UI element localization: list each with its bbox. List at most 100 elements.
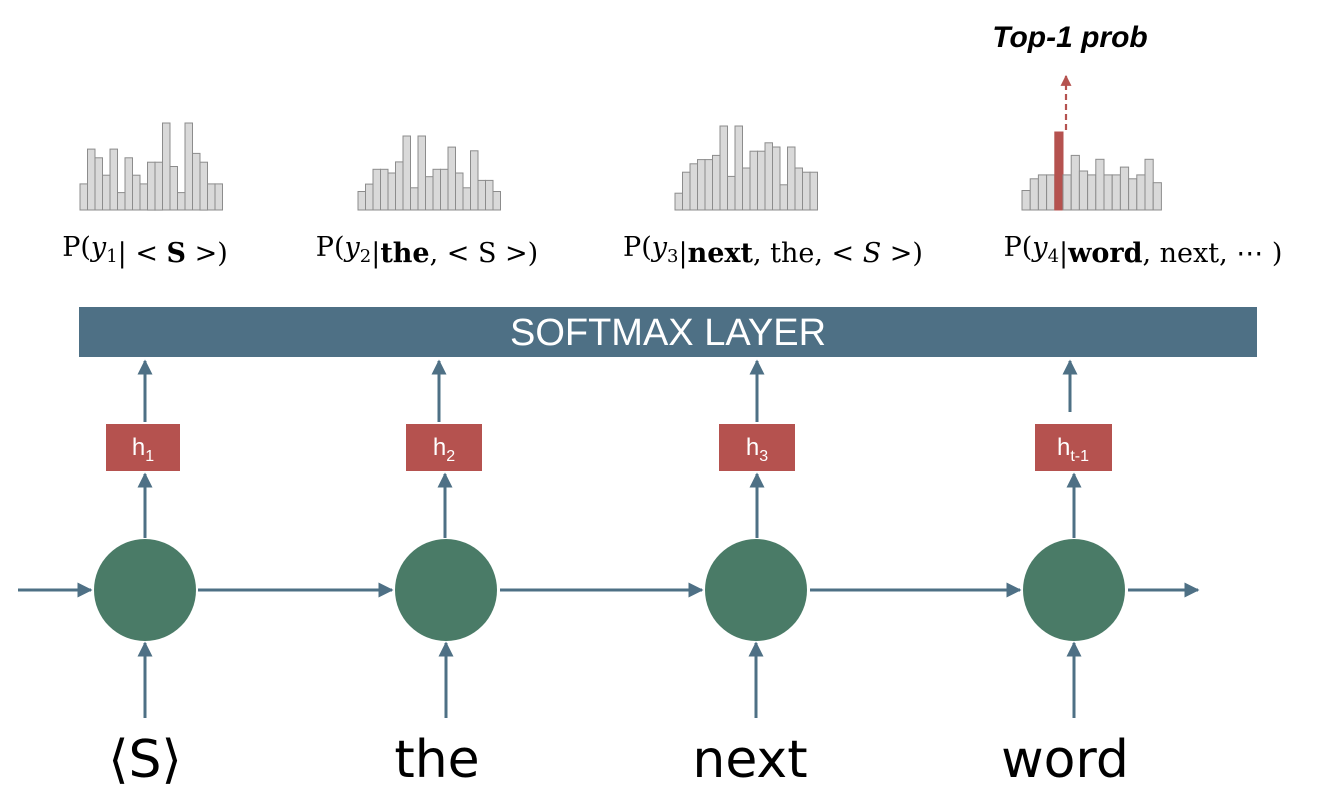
probability-bar	[682, 171, 691, 211]
probability-bar	[742, 167, 751, 211]
probability-bar	[712, 154, 721, 211]
probability-bar	[734, 125, 743, 211]
rnn-cell	[1023, 539, 1125, 641]
input-token: word	[1001, 730, 1129, 790]
probability-bar	[147, 161, 156, 211]
probability-bar	[372, 168, 381, 211]
hidden-state-box: h1	[106, 424, 180, 471]
distribution-histogram	[79, 122, 223, 211]
probability-bar	[1029, 178, 1039, 211]
probability-bar	[492, 191, 501, 211]
probability-bar	[697, 159, 706, 211]
probability-bar	[455, 172, 464, 211]
probability-bar	[727, 175, 736, 211]
probability-bar	[1152, 182, 1162, 211]
hidden-state-label: h1	[132, 434, 154, 465]
probability-bar	[192, 152, 201, 211]
rnn-cell	[94, 539, 196, 641]
probability-bar	[749, 150, 758, 211]
probability-bar	[787, 146, 796, 211]
probability-bar	[1095, 158, 1105, 211]
top-prob-annotation: Top-1 prob	[992, 21, 1148, 130]
probability-bar	[1037, 174, 1048, 211]
top-probability-bar	[1054, 131, 1064, 211]
probability-bar	[779, 184, 788, 211]
probability-label: P(y3|next, the, < S >)	[623, 232, 923, 269]
probability-bar	[757, 150, 766, 211]
probability-bar	[87, 148, 96, 211]
probability-bar	[809, 171, 818, 211]
probability-bar	[674, 192, 683, 211]
probability-bar	[764, 142, 773, 211]
arrows	[18, 359, 1200, 718]
probability-bar	[94, 157, 103, 211]
probability-bar	[395, 161, 404, 211]
probability-bar	[117, 192, 126, 211]
probability-bar	[772, 146, 781, 211]
probability-bar	[139, 183, 148, 211]
probability-bar	[124, 157, 133, 211]
hidden-state-box: h2	[406, 424, 482, 471]
probability-bar	[387, 172, 396, 211]
probability-bar	[1144, 158, 1154, 211]
probability-bar	[1087, 174, 1097, 211]
probability-bar	[1070, 154, 1080, 211]
probability-bar	[1111, 174, 1121, 211]
probability-bar	[417, 135, 426, 211]
probability-bar	[79, 183, 88, 211]
probability-bar	[704, 159, 713, 211]
probability-bar	[402, 135, 411, 211]
probability-bar	[177, 192, 186, 211]
softmax-layer: SOFTMAX LAYER	[79, 307, 1257, 357]
distribution-histogram	[1021, 131, 1162, 211]
softmax-bar	[79, 307, 1257, 357]
probability-bar	[410, 187, 419, 211]
probability-bar	[109, 148, 118, 211]
input-token: ⟨S⟩	[108, 730, 182, 790]
probability-bar	[447, 146, 456, 211]
probability-label: P(y2|the, < S >)	[316, 232, 538, 269]
rnn-cell	[395, 539, 497, 641]
probability-bar	[1046, 174, 1056, 211]
probability-bar	[169, 166, 178, 211]
probability-bar	[154, 161, 163, 211]
probability-bar	[1021, 190, 1031, 211]
probability-bar	[207, 183, 216, 211]
hidden-state-label: ht-1	[1057, 434, 1089, 465]
probability-bar	[794, 167, 803, 211]
probability-label: P(y4|word, next, ⋯ )	[1004, 232, 1283, 269]
distribution-histogram	[674, 125, 818, 211]
probability-bar	[1062, 174, 1072, 211]
probability-bar	[184, 122, 193, 211]
probability-bar	[357, 191, 366, 211]
input-token: the	[394, 730, 479, 790]
probability-bar	[380, 168, 389, 211]
probability-bar	[432, 168, 441, 211]
timestep-2: P(y2|the, < S >) h2 the	[316, 135, 538, 790]
timestep-1: P(y1| < S >) h1 ⟨S⟩	[62, 122, 228, 790]
hidden-state-box: h3	[719, 424, 795, 471]
probability-bar	[462, 187, 471, 211]
probability-bar	[214, 183, 223, 211]
probability-bar	[719, 125, 728, 211]
probability-bar	[1103, 174, 1113, 211]
hidden-state-label: h2	[433, 434, 455, 465]
distribution-histogram	[357, 135, 501, 211]
probability-bar	[1136, 174, 1146, 211]
probability-bar	[1128, 178, 1138, 211]
hidden-state-label: h3	[746, 434, 768, 465]
probability-bar	[802, 171, 811, 211]
probability-bar	[689, 163, 698, 211]
probability-bar	[425, 176, 434, 211]
probability-bar	[1119, 166, 1130, 211]
input-token: next	[692, 730, 807, 790]
probability-bar	[440, 168, 449, 211]
probability-bar	[102, 174, 111, 211]
probability-bar	[470, 150, 479, 211]
probability-bar	[485, 179, 494, 211]
probability-bar	[365, 183, 374, 211]
timestep-3: P(y3|next, the, < S >) h3 next	[623, 125, 923, 790]
hidden-state-box: ht-1	[1035, 424, 1112, 471]
rnn-cell	[705, 539, 807, 641]
probability-bar	[1078, 170, 1089, 211]
